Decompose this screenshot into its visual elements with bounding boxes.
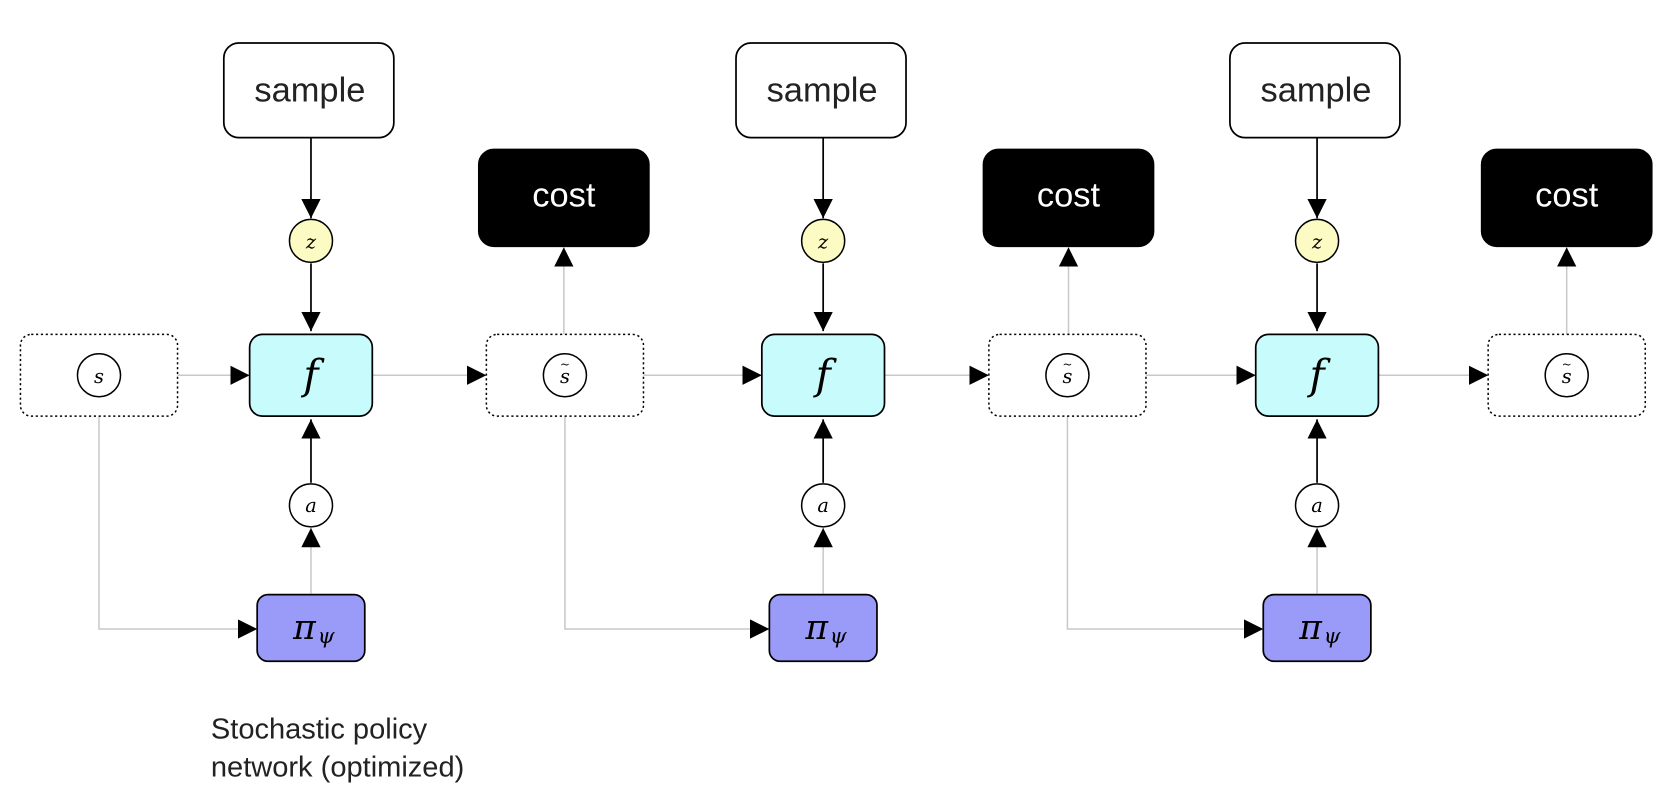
z-label: z (817, 230, 829, 253)
cost-box (982, 148, 1155, 248)
cost-node: cost (982, 148, 1155, 248)
f-box (1254, 333, 1380, 417)
edge-state-to-pi (564, 396, 770, 639)
pi-box (768, 593, 878, 663)
f-box (760, 333, 886, 417)
dynamics-f-node: f (1254, 333, 1380, 417)
cost-box (1480, 148, 1653, 248)
sample-box (222, 42, 395, 139)
sample-label: sample (254, 71, 365, 109)
action-a-node: a (288, 483, 334, 528)
sample-label: sample (767, 71, 878, 109)
a-label: a (1311, 494, 1323, 517)
initial-state-node: s (19, 333, 179, 417)
caption-line-1: Stochastic policy (211, 714, 428, 746)
sample-box (1229, 42, 1401, 139)
cost-label: cost (1535, 177, 1599, 215)
z-circle (1294, 218, 1340, 264)
cost-node: cost (477, 148, 650, 248)
tilde-mark: ~ (560, 358, 570, 372)
state-circle (76, 353, 122, 398)
caption-line-2: network (optimized) (211, 751, 464, 783)
pi-label: π (804, 608, 829, 648)
state-node: s~ (988, 333, 1147, 417)
z-circle (800, 218, 846, 264)
sample-label: sample (1261, 71, 1372, 109)
noise-z-node: z (800, 218, 846, 264)
state-label: s (1562, 365, 1572, 388)
a-label: a (305, 494, 317, 517)
cost-box (477, 148, 650, 248)
pi-box (256, 593, 366, 663)
edge-state-to-pi (98, 396, 258, 639)
a-circle (800, 483, 846, 528)
cost-node: cost (1480, 148, 1653, 248)
dynamics-f-node: f (248, 333, 374, 417)
pi-subscript: ψ (1324, 624, 1342, 649)
z-label: z (1311, 230, 1323, 253)
cost-label: cost (1037, 177, 1101, 215)
sample-node: sample (222, 42, 395, 139)
state-circle (1045, 353, 1090, 398)
pi-label: π (1298, 608, 1323, 648)
final-state-node: s~ (1487, 333, 1647, 417)
state-label: s (560, 365, 570, 388)
noise-z-node: z (288, 218, 334, 264)
dynamics-f-node: f (760, 333, 886, 417)
cost-label: cost (532, 177, 596, 215)
f-box (248, 333, 374, 417)
a-circle (1294, 483, 1340, 528)
action-a-node: a (1294, 483, 1340, 528)
noise-z-node: z (1294, 218, 1340, 264)
z-circle (288, 218, 334, 264)
state-label: s (1062, 365, 1072, 388)
action-a-node: a (800, 483, 846, 528)
a-label: a (817, 494, 829, 517)
state-label: s (94, 365, 104, 388)
state-circle (1544, 353, 1589, 398)
sample-box (735, 42, 907, 139)
pi-label: π (292, 608, 317, 648)
pi-subscript: ψ (830, 624, 848, 649)
pi-subscript: ψ (318, 624, 336, 649)
a-circle (288, 483, 334, 528)
state-circle (542, 353, 588, 398)
edge-state-to-pi (1066, 396, 1264, 639)
z-label: z (305, 230, 317, 253)
edges-layer (98, 137, 1577, 639)
pi-box (1262, 593, 1372, 663)
sample-node: sample (1229, 42, 1401, 139)
sample-node: sample (735, 42, 907, 139)
state-node: s~ (485, 333, 645, 417)
tilde-mark: ~ (1062, 358, 1072, 372)
tilde-mark: ~ (1562, 358, 1572, 372)
